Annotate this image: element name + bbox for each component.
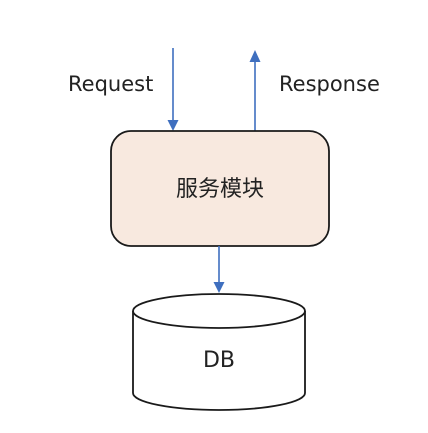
- response-label: Response: [279, 72, 380, 96]
- request-label: Request: [68, 72, 153, 96]
- service-module-label: 服务模块: [176, 177, 264, 202]
- response-arrow: [249, 50, 261, 131]
- db-arrow: [213, 246, 225, 293]
- service-module-box: [110, 130, 330, 247]
- response-arrowhead: [249, 50, 261, 62]
- service-module-node: 服务模块: [110, 130, 330, 247]
- database-node: DB: [132, 293, 306, 411]
- database-cylinder-top: [132, 293, 306, 329]
- request-arrow: [167, 48, 179, 131]
- request-arrowhead: [167, 120, 179, 131]
- database-cylinder-body: [132, 311, 306, 411]
- db-arrowhead: [213, 282, 225, 293]
- database-label: DB: [203, 348, 235, 373]
